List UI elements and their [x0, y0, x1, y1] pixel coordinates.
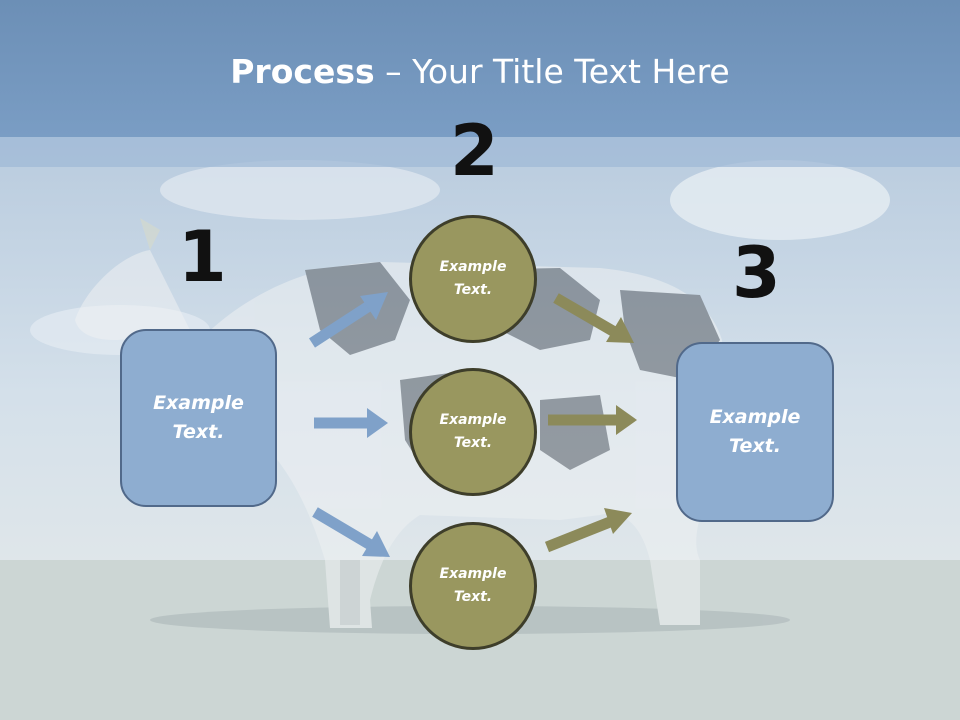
blue-arrow-right [314, 408, 388, 438]
title-rest: – Your Title Text Here [374, 52, 730, 91]
step-2-text-middle: Example Text. [439, 412, 507, 451]
blue-arrow-up [309, 292, 388, 348]
step-2-circle-bottom: Example Text. [409, 522, 537, 650]
step-3-text: Example Text. [709, 406, 801, 457]
step-1-box: Example Text. [120, 329, 277, 507]
title-strip [0, 137, 960, 167]
slide-title: Process – Your Title Text Here [0, 52, 960, 91]
step-number-2: 2 [450, 110, 499, 192]
step-1-text: Example Text. [153, 392, 244, 443]
step-2-circle-middle: Example Text. [409, 368, 537, 496]
blue-arrow-down [312, 507, 390, 557]
olive-arrow-down [553, 293, 634, 343]
title-bold: Process [230, 52, 375, 91]
title-bar [0, 0, 960, 137]
step-number-3: 3 [732, 232, 781, 314]
step-3-box: Example Text. [676, 342, 834, 522]
olive-arrow-up [544, 508, 632, 553]
step-2-text-bottom: Example Text. [439, 566, 507, 605]
step-2-circle-top: Example Text. [409, 215, 537, 343]
step-number-1: 1 [178, 216, 227, 298]
olive-arrow-right [548, 405, 637, 435]
step-2-text-top: Example Text. [439, 259, 507, 298]
